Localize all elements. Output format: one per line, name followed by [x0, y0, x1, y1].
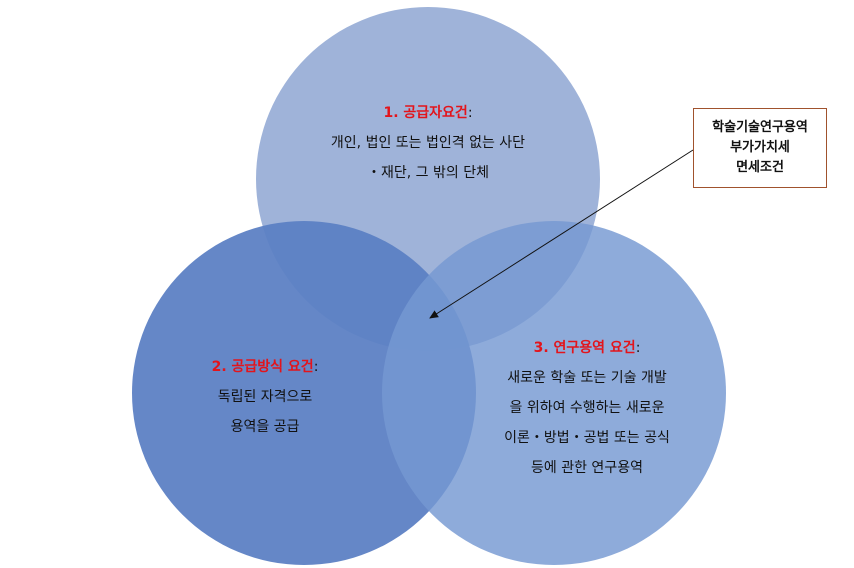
supplier-requirement-text: 1. 공급자요건: 개인, 법인 또는 법인격 없는 사단 ・재단, 그 밖의 …	[288, 98, 568, 188]
supplier-requirement-title: 1. 공급자요건:	[383, 105, 473, 121]
callout-line-3: 면세조건	[736, 160, 784, 175]
supply-method-requirement-line-1: 독립된 자격으로	[217, 389, 313, 405]
callout-box: 학술기술연구용역 부가가치세 면세조건	[693, 108, 827, 188]
supply-method-requirement-title: 2. 공급방식 요건:	[211, 359, 319, 375]
supplier-requirement-line-2: ・재단, 그 밖의 단체	[367, 165, 489, 181]
research-service-requirement-text: 3. 연구용역 요건: 새로운 학술 또는 기술 개발 을 위하여 수행하는 새…	[472, 333, 702, 483]
callout-line-1: 학술기술연구용역	[712, 120, 808, 135]
supplier-requirement-line-1: 개인, 법인 또는 법인격 없는 사단	[330, 135, 526, 151]
supply-method-requirement-circle	[132, 221, 476, 565]
research-service-requirement-circle	[382, 221, 726, 565]
research-service-requirement-line-2: 을 위하여 수행하는 새로운	[509, 400, 665, 416]
research-service-requirement-line-1: 새로운 학술 또는 기술 개발	[507, 370, 667, 386]
research-service-requirement-title: 3. 연구용역 요건:	[533, 340, 641, 356]
callout-arrow	[429, 149, 694, 319]
research-service-requirement-line-4: 등에 관한 연구용역	[531, 460, 643, 476]
supply-method-requirement-line-2: 용역을 공급	[230, 419, 300, 435]
research-service-requirement-line-3: 이론・방법・공법 또는 공식	[504, 430, 670, 446]
supply-method-requirement-text: 2. 공급방식 요건: 독립된 자격으로 용역을 공급	[165, 352, 365, 442]
callout-line-2: 부가가치세	[730, 140, 790, 155]
